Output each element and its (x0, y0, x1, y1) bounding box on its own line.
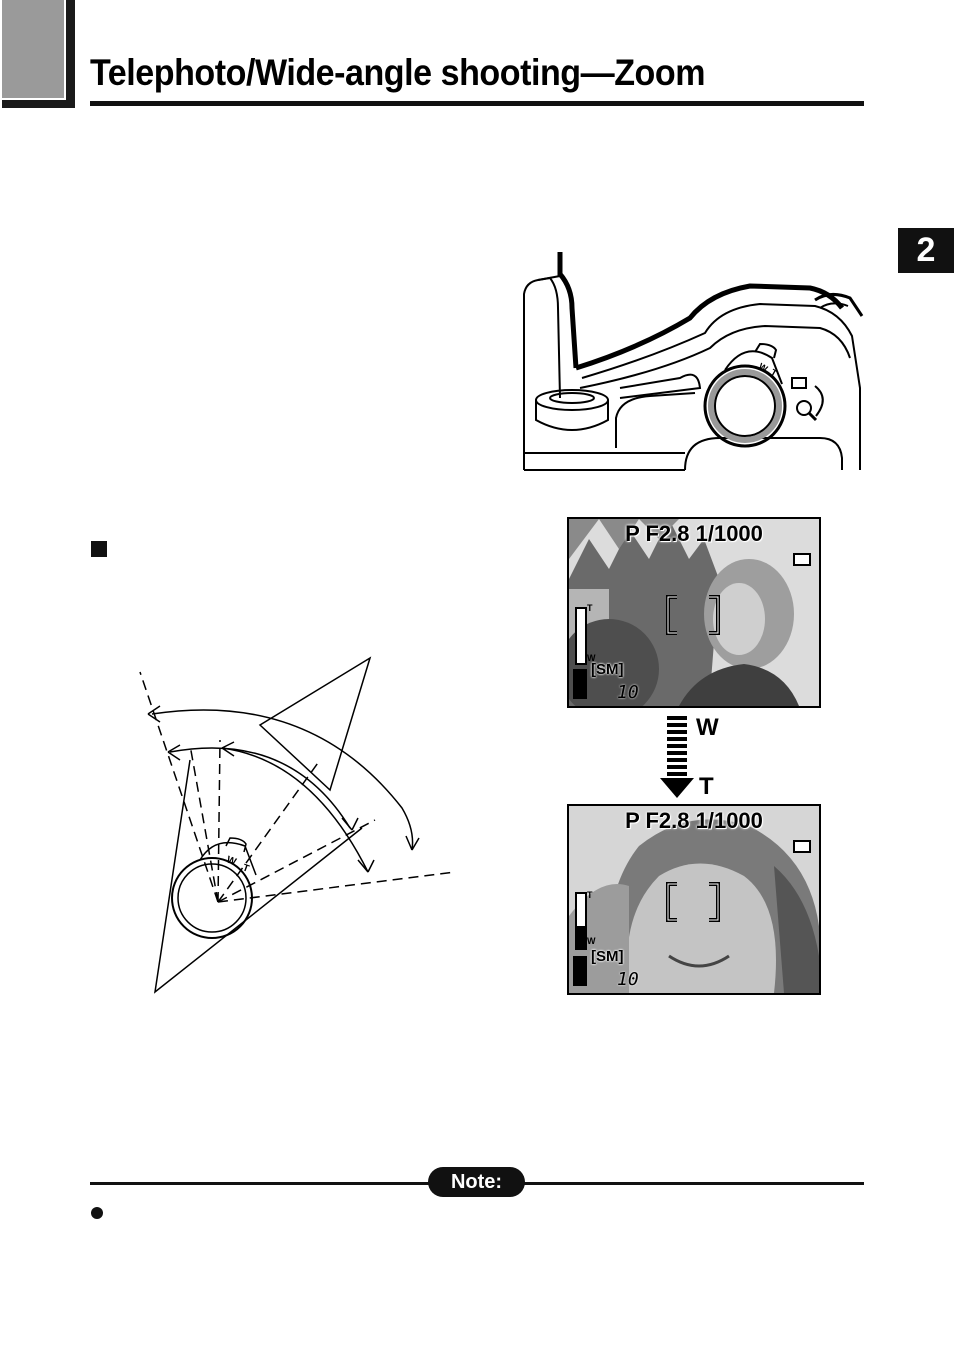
title-underline (90, 101, 864, 106)
note-rule-left (90, 1182, 430, 1185)
lcd-tele-zoom-fill (577, 926, 585, 948)
zoom-arrow-w-label: W (696, 714, 719, 741)
lcd-wide-shots-remaining: 10 (617, 682, 639, 703)
lcd-photo-wide (569, 519, 819, 706)
lcd-wide-memory-gauge (573, 669, 587, 699)
lcd-photo-tele (569, 806, 819, 993)
lcd-wide-af-target (666, 595, 720, 635)
note-rule-right (520, 1182, 864, 1185)
camera-lever-t-label: T (769, 367, 779, 379)
note-bullet (91, 1207, 103, 1219)
diagram-lever-t-label: T (241, 862, 251, 874)
lcd-wide-zoom-t-label: T (587, 603, 593, 613)
zoom-lever-angle-diagram: W T (139, 656, 456, 994)
zoom-arrow-t-label: T (699, 773, 714, 800)
zoom-direction-arrow (660, 716, 694, 798)
lcd-wide-battery-icon (793, 553, 811, 566)
lcd-screen-wide: P F2.8 1/1000 T W [SM] 10 (567, 517, 821, 708)
lcd-tele-battery-icon (793, 840, 811, 853)
lcd-wide-zoom-w-label: W (587, 653, 596, 663)
lcd-tele-zoom-bar (575, 892, 587, 950)
page-title: Telephoto/Wide-angle shooting—Zoom (90, 52, 706, 93)
lcd-screen-tele: P F2.8 1/1000 T W [SM] 10 (567, 804, 821, 995)
lcd-tele-quality-mode: [SM] (591, 948, 624, 965)
lcd-tele-zoom-w-label: W (587, 936, 596, 946)
chapter-side-tab (2, 0, 75, 108)
camera-top-illustration: W T (523, 252, 864, 471)
lcd-tele-shots-remaining: 10 (617, 969, 639, 990)
diagram-lever-w-label: W (225, 854, 238, 868)
chapter-number-badge: 2 (898, 228, 954, 273)
lcd-wide-zoom-bar (575, 607, 587, 665)
lcd-tele-zoom-t-label: T (587, 890, 593, 900)
lcd-tele-exposure-readout: P F2.8 1/1000 (625, 808, 763, 833)
section-square-bullet (91, 541, 107, 557)
lcd-tele-af-target (666, 882, 720, 922)
note-label: Note: (428, 1167, 525, 1197)
lcd-wide-exposure-readout: P F2.8 1/1000 (625, 521, 763, 546)
lcd-tele-memory-gauge (573, 956, 587, 986)
lcd-wide-quality-mode: [SM] (591, 661, 624, 678)
